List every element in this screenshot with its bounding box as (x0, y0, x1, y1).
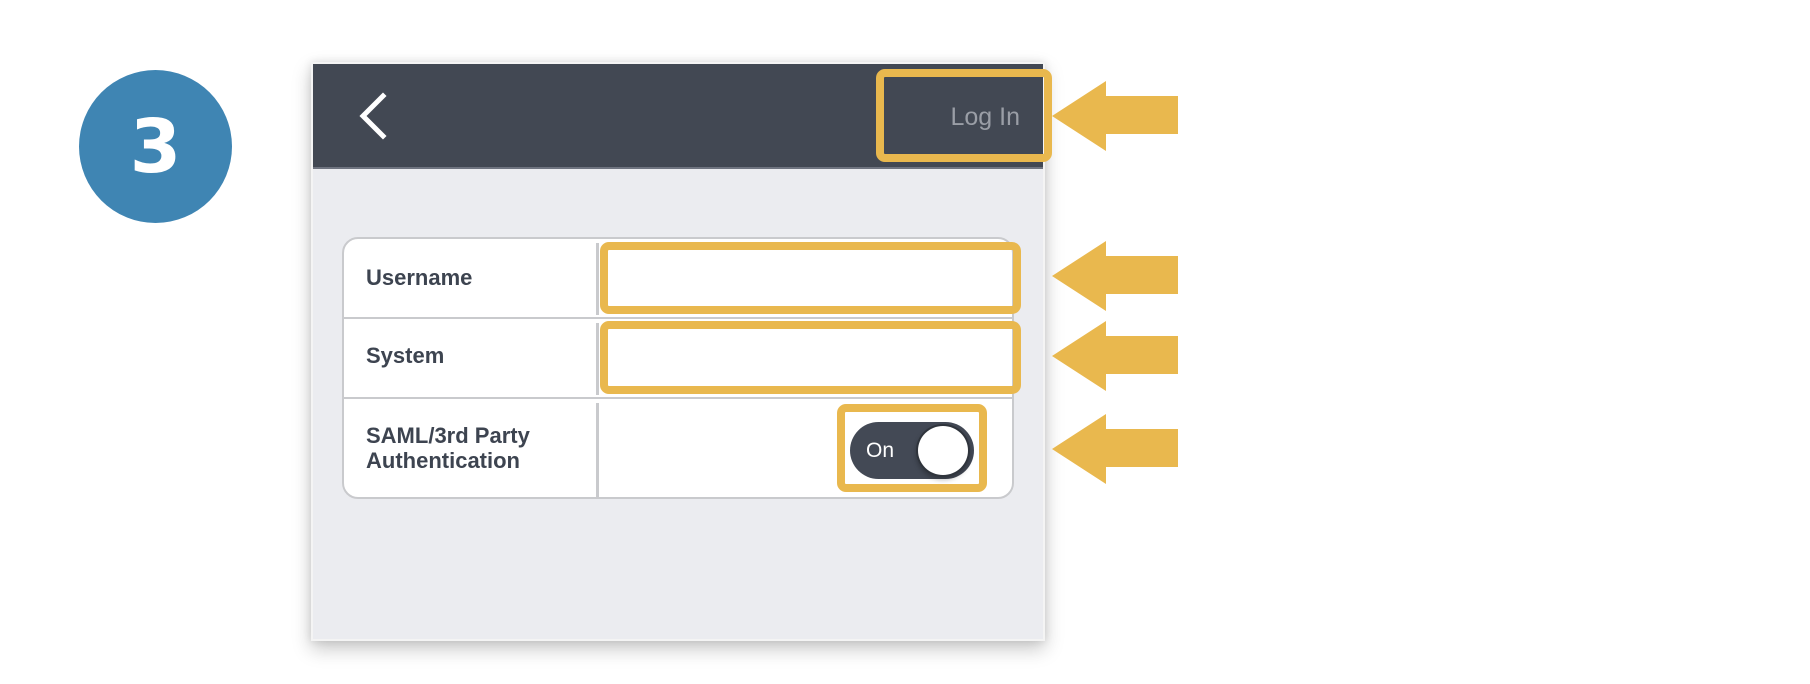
arrow-left-icon (1052, 81, 1178, 151)
arrow-left-icon (1052, 321, 1178, 391)
username-row: Username (344, 239, 1012, 319)
login-button-label: Log In (950, 102, 1020, 131)
login-screen: Log In Username System SAML/3rd Party Au… (311, 62, 1045, 641)
step-number-badge: 3 (79, 70, 232, 223)
row-divider (596, 323, 599, 395)
username-input[interactable] (601, 245, 1009, 313)
row-divider (596, 403, 599, 497)
arrow-left-icon (1052, 414, 1178, 484)
username-label: Username (366, 265, 473, 290)
system-label: System (366, 343, 445, 368)
saml-label: SAML/3rd Party Authentication (366, 423, 530, 473)
chevron-left-icon (359, 92, 387, 140)
app-header: Log In (313, 64, 1043, 169)
back-button[interactable] (353, 90, 393, 140)
saml-label-line1: SAML/3rd Party (366, 423, 530, 448)
system-row: System (344, 319, 1012, 399)
row-divider (596, 243, 599, 315)
saml-label-line2: Authentication (366, 448, 520, 473)
system-input[interactable] (601, 325, 1009, 393)
toggle-knob (916, 424, 970, 477)
login-form: Username System SAML/3rd Party Authentic… (342, 237, 1014, 499)
arrow-left-icon (1052, 241, 1178, 311)
login-button[interactable]: Log In (880, 73, 1040, 161)
saml-toggle[interactable]: On (850, 422, 974, 479)
saml-row: SAML/3rd Party Authentication (344, 399, 1012, 497)
saml-toggle-label: On (866, 439, 895, 462)
